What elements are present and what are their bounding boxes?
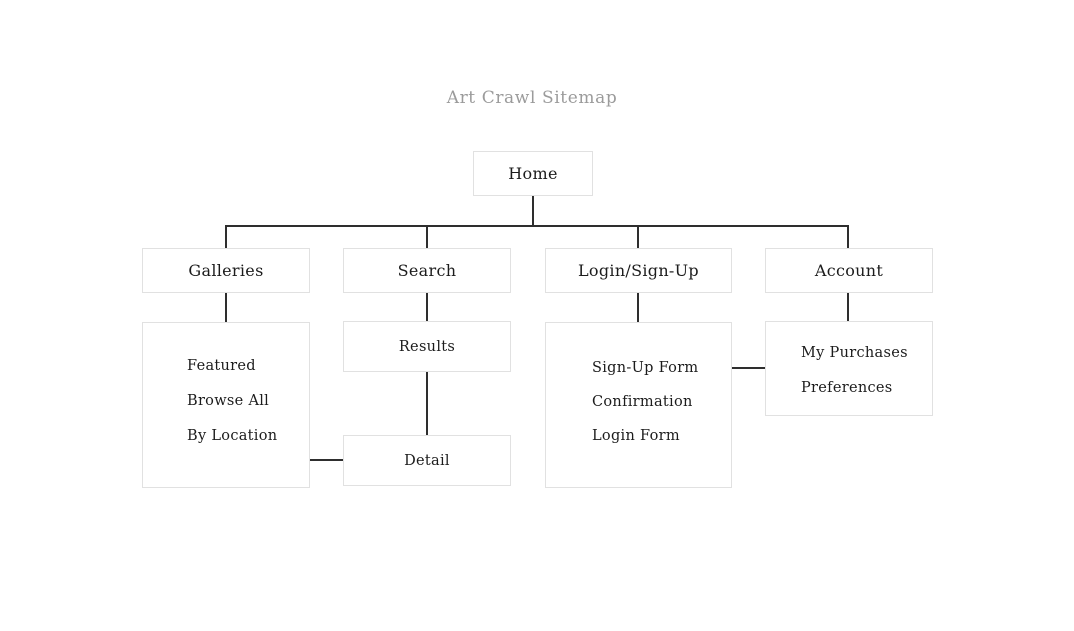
node-account-pages: My Purchases Preferences — [765, 321, 933, 416]
connector-search-results — [426, 293, 428, 321]
node-galleries: Galleries — [142, 248, 310, 293]
node-account-label: Account — [814, 261, 884, 280]
connector-account-pages — [847, 293, 849, 321]
page-item-my-purchases: My Purchases — [801, 345, 908, 361]
diagram-title: Art Crawl Sitemap — [446, 88, 618, 108]
page-item-signup-form: Sign-Up Form — [592, 360, 699, 376]
node-search-label: Search — [397, 261, 457, 280]
node-results: Results — [343, 321, 511, 372]
node-detail: Detail — [343, 435, 511, 486]
node-galleries-pages: Featured Browse All By Location — [142, 322, 310, 488]
node-login-signup-label: Login/Sign-Up — [578, 261, 699, 280]
node-home: Home — [473, 151, 593, 196]
connector-drop-search — [426, 225, 428, 248]
node-detail-label: Detail — [404, 452, 450, 469]
node-login-pages: Sign-Up Form Confirmation Login Form — [545, 322, 732, 488]
node-login-signup: Login/Sign-Up — [545, 248, 732, 293]
connector-results-detail — [426, 372, 428, 435]
node-search: Search — [343, 248, 511, 293]
connector-login-pages-account-pages — [732, 367, 765, 369]
connector-galleries-pages — [225, 293, 227, 322]
page-item-confirmation: Confirmation — [592, 394, 693, 410]
node-galleries-label: Galleries — [188, 261, 264, 280]
page-item-preferences: Preferences — [801, 380, 893, 396]
connector-drop-login-signup — [637, 225, 639, 248]
page-item-login-form: Login Form — [592, 428, 680, 444]
connector-drop-account — [847, 225, 849, 248]
node-home-label: Home — [508, 164, 558, 183]
connector-drop-galleries — [225, 225, 227, 248]
connector-level2-bus — [225, 225, 849, 227]
connector-galleries-pages-detail — [310, 459, 343, 461]
page-item-featured: Featured — [187, 358, 256, 374]
node-account: Account — [765, 248, 933, 293]
connector-home-trunk — [532, 196, 534, 227]
connector-login-pages — [637, 293, 639, 322]
node-results-label: Results — [398, 338, 456, 355]
page-item-by-location: By Location — [187, 428, 278, 444]
page-item-browse-all: Browse All — [187, 393, 270, 409]
